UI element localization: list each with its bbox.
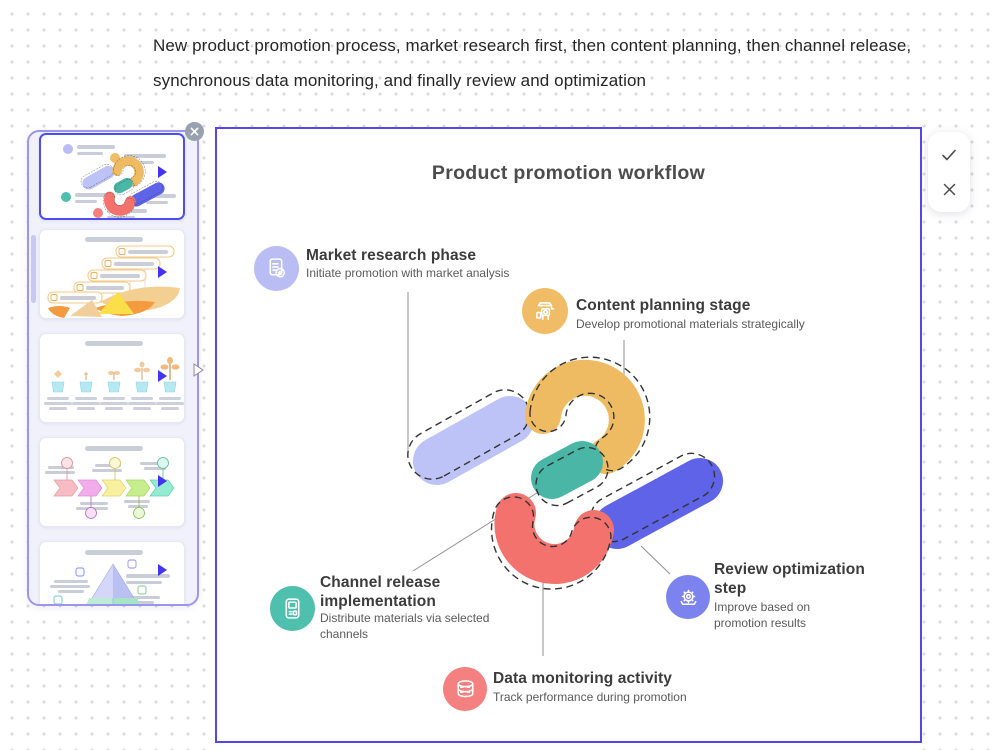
cancel-button[interactable] [938, 178, 960, 200]
production-machine-icon [522, 288, 568, 334]
step-description: Distribute materials via selected channe… [320, 611, 490, 641]
step-title: Review optimization step [714, 561, 865, 597]
diagram-title: Product promotion workflow [431, 162, 706, 184]
canvas-region [215, 127, 922, 743]
gear-icon [666, 575, 710, 619]
apply-template-arrow-1[interactable] [158, 166, 167, 178]
layered-funnel-preview [47, 237, 180, 318]
growing-plants-preview [44, 341, 184, 410]
prompt-line-1: New product promotion process, market re… [153, 36, 912, 55]
step-title: Content planning stage [576, 297, 751, 314]
document-search-icon [254, 246, 299, 291]
thumbnail-layered-funnel[interactable] [39, 229, 185, 319]
thumbnail-growing-plants[interactable] [39, 333, 185, 423]
apply-template-arrow-5[interactable] [158, 564, 167, 576]
step-description: Track performance during promotion [493, 690, 687, 704]
apply-template-arrow-3[interactable] [158, 370, 167, 382]
apply-template-arrow-2[interactable] [158, 266, 167, 278]
database-icon [443, 667, 487, 711]
close-icon [190, 127, 199, 136]
confirm-button[interactable] [938, 144, 960, 166]
step-title: Channel release implementation [320, 574, 441, 610]
template-sidebar [27, 130, 199, 606]
vertical-scrollbar[interactable] [31, 235, 36, 303]
step-description: Develop promotional materials strategica… [576, 317, 805, 331]
step-description: Improve based on promotion results [714, 600, 811, 630]
check-icon [942, 149, 956, 161]
device-screen-icon [270, 586, 315, 631]
thumbnail-s-curve-workflow[interactable] [39, 133, 185, 220]
bottom-strip [215, 744, 922, 750]
prompt-text: New product promotion process, market re… [153, 28, 983, 98]
action-panel [928, 132, 970, 212]
prompt-line-2: synchronous data monitoring, and finally… [153, 71, 647, 90]
thumbnail-arrow-timeline[interactable] [39, 437, 185, 527]
close-icon [943, 183, 955, 195]
step-title: Market research phase [306, 247, 477, 264]
step-description: Initiate promotion with market analysis [306, 266, 510, 280]
mouse-cursor [193, 363, 204, 377]
arrow-timeline-preview [45, 446, 175, 519]
s-curve-workflow-preview [61, 144, 176, 218]
step-title: Data monitoring activity [493, 670, 672, 687]
apply-template-arrow-4[interactable] [158, 475, 167, 487]
close-sidebar-button[interactable] [185, 122, 204, 141]
